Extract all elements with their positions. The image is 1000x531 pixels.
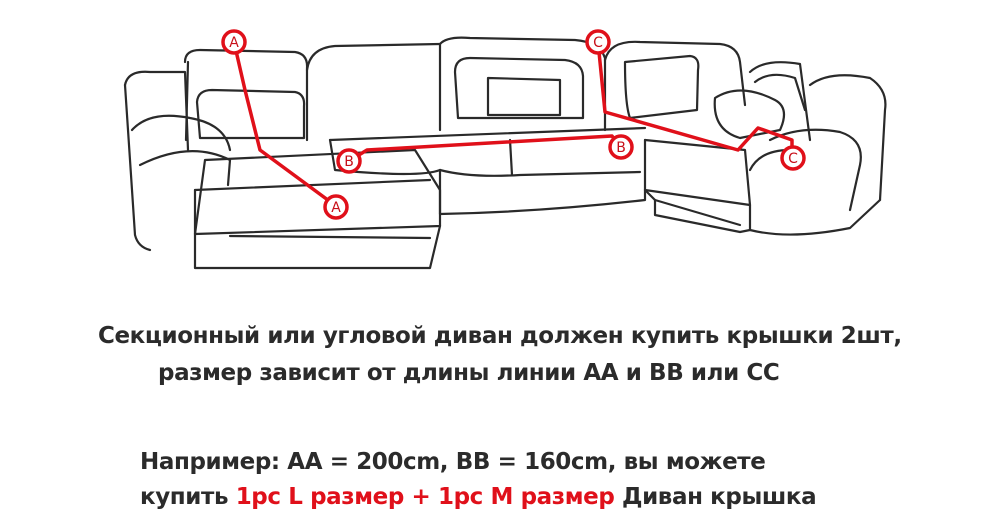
caption-line-1: Секционный или угловой диван должен купи… — [98, 323, 902, 349]
marker-c-right: C — [780, 145, 806, 171]
example-line-2: купить 1pc L размер + 1pc M размер Диван… — [140, 484, 817, 510]
svg-text:C: C — [593, 35, 603, 51]
measurement-lines — [232, 40, 794, 208]
example-suffix: Диван крышка — [614, 484, 817, 510]
sofa-outline — [123, 36, 887, 270]
marker-b-right: B — [608, 134, 634, 160]
svg-text:A: A — [331, 200, 341, 216]
svg-text:B: B — [344, 154, 354, 170]
marker-b-left: B — [336, 148, 362, 174]
example-prefix: купить — [140, 484, 236, 510]
svg-text:C: C — [788, 151, 798, 167]
line-aa — [232, 40, 338, 208]
line-cc — [596, 40, 794, 160]
markers: A A B B C C — [221, 29, 806, 220]
svg-text:B: B — [616, 140, 626, 156]
line-bb — [347, 134, 622, 163]
marker-c-top: C — [585, 29, 611, 55]
marker-a-top: A — [221, 29, 247, 55]
svg-text:A: A — [229, 35, 239, 51]
caption-line-2: размер зависит от длины линии АА и ВВ ил… — [158, 360, 780, 386]
sofa-diagram: A A B B C C — [123, 29, 887, 270]
example-highlight: 1pc L размер + 1pc M размер — [235, 484, 615, 510]
example-line-1: Например: AA = 200cm, BB = 160cm, вы мож… — [140, 449, 766, 475]
marker-a-bottom: A — [323, 194, 349, 220]
